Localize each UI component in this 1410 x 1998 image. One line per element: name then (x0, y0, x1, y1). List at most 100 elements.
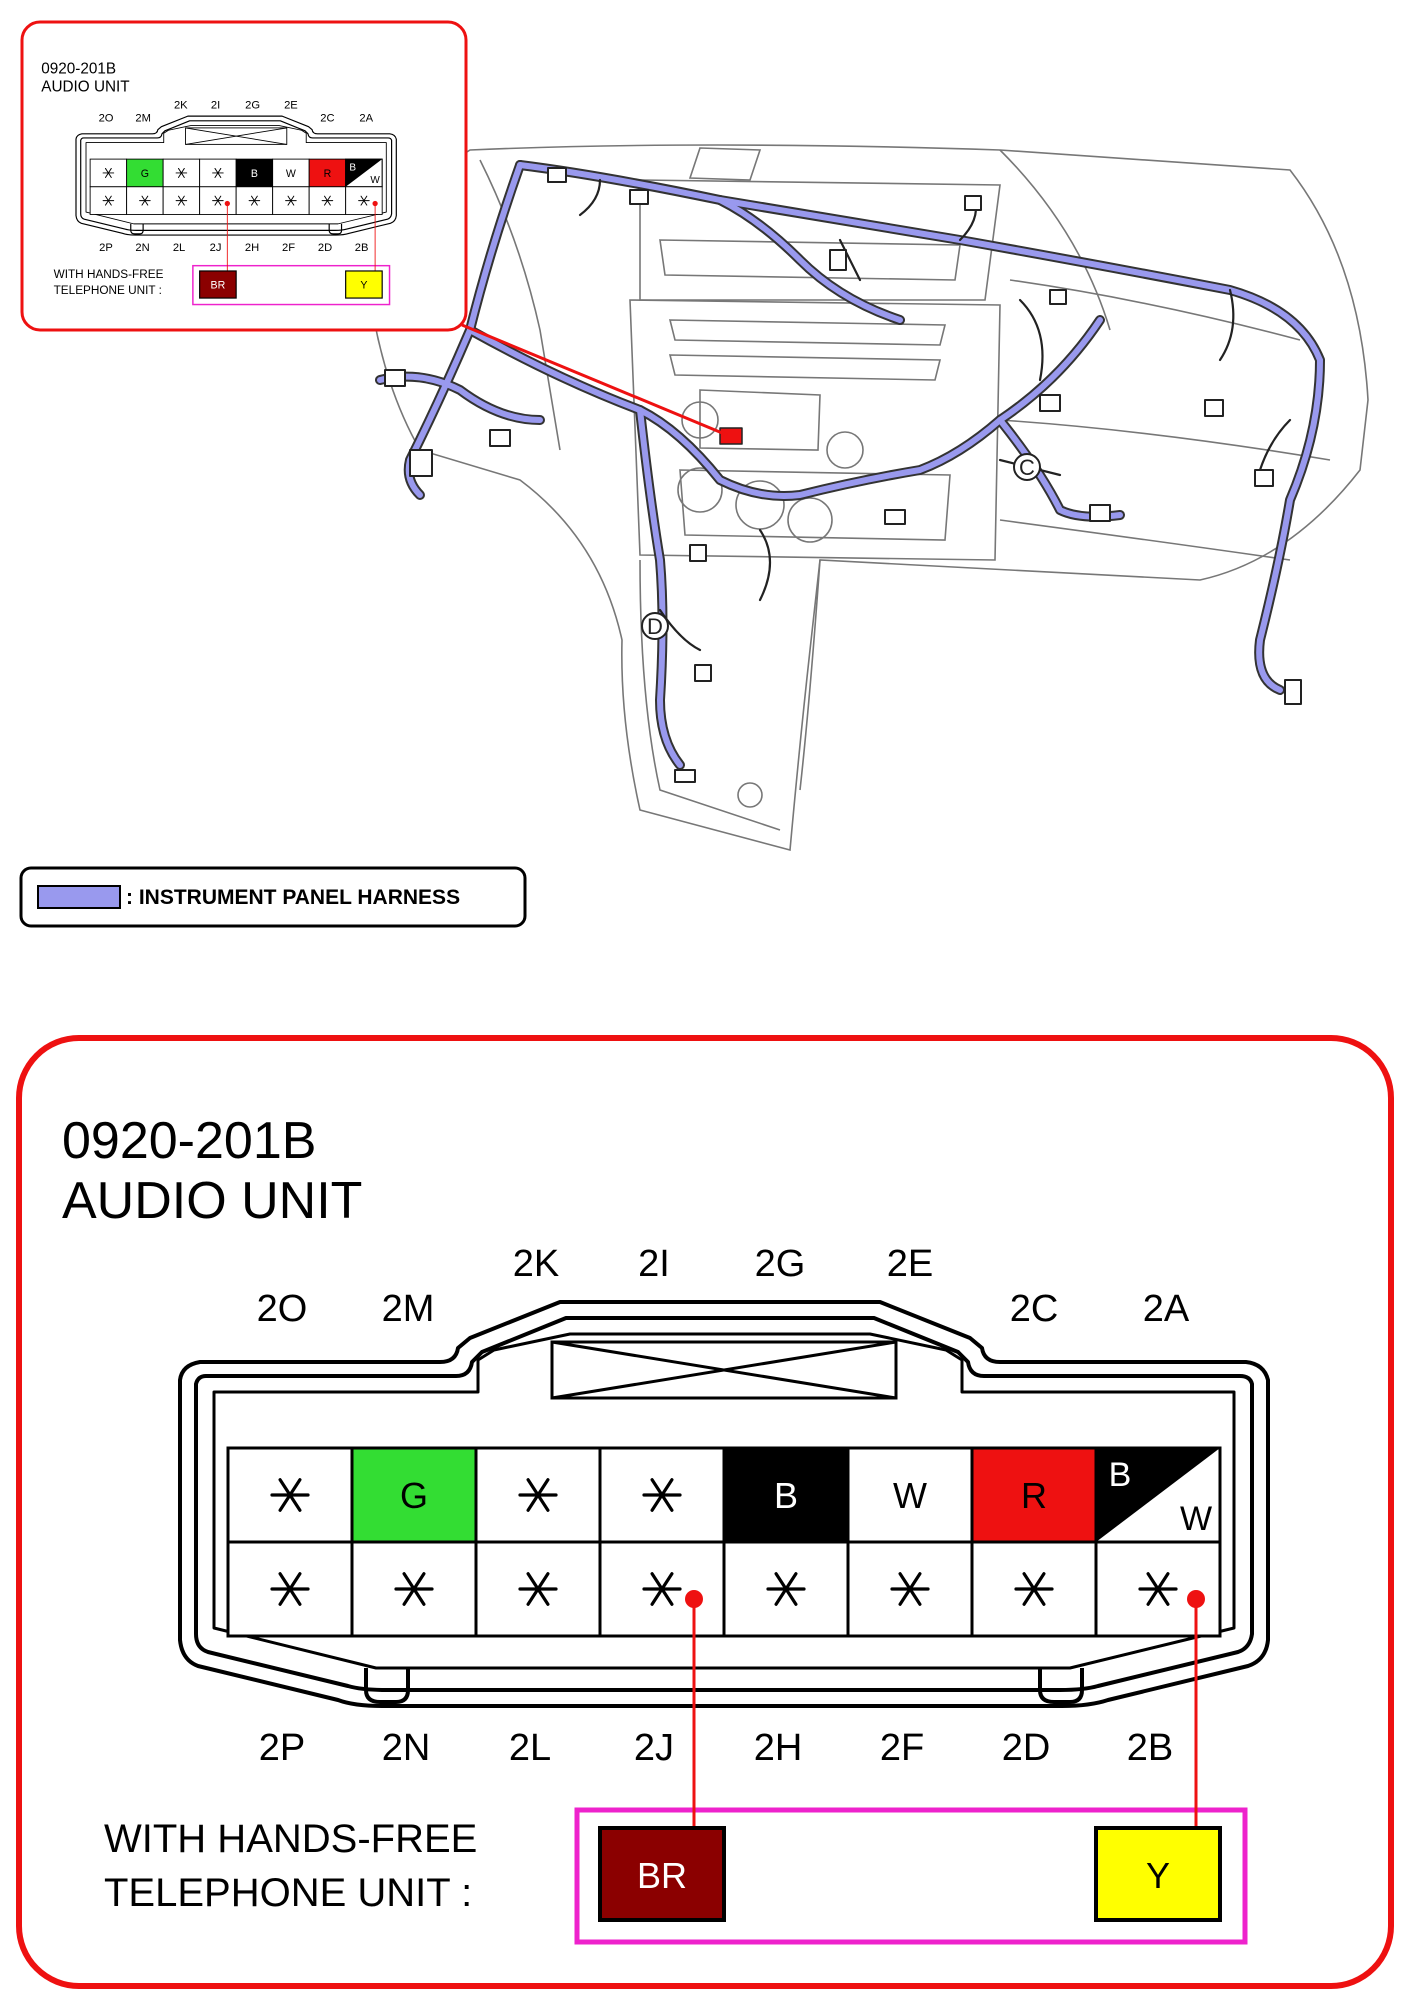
pin-unused-mark (642, 1478, 682, 1512)
inset-pin-unused-mark (139, 195, 151, 206)
option-wire-y: Y (1094, 1590, 1222, 1922)
inset-pin-cell-top: R (308, 158, 347, 188)
pin-unused-mark (642, 1572, 682, 1606)
pin-label-bottom-2h: 2H (754, 1727, 803, 1769)
inset-pin-label-bottom-2n: 2N (135, 242, 149, 254)
inset-pin-cell-bottom (308, 186, 347, 215)
inset-pin-unused-mark (175, 195, 188, 206)
inset-pin-label-bottom-2d: 2D (318, 242, 332, 254)
inset-pin-label-top-2a: 2A (359, 113, 373, 125)
inset-pin-cell-bottom (272, 186, 310, 215)
legend-swatch (37, 885, 121, 909)
pin-wire-color: W (1180, 1500, 1212, 1538)
callout-d-label: D (647, 614, 663, 639)
pin-unused-mark (1014, 1572, 1054, 1606)
inset-pin-unused-mark (102, 195, 115, 206)
inset-pin-cell-bottom (126, 186, 164, 215)
callout-d: D (641, 612, 669, 640)
pin-label-bottom-2p: 2P (259, 1727, 305, 1769)
inset-pin-wire-color: W (370, 175, 380, 186)
pin-label-bottom-2d: 2D (1002, 1727, 1051, 1769)
pin-wire-color: B (1109, 1456, 1132, 1494)
pin-cell-bottom (1094, 1540, 1222, 1638)
inset-option-wire-br: BR (199, 200, 237, 299)
inset-pin-label-top-2e: 2E (284, 99, 298, 111)
inset-connector-code: 0920-201B (41, 61, 116, 78)
inset-pin-unused-mark (212, 195, 224, 206)
pin-cell-bottom (970, 1540, 1098, 1638)
pin-label-bottom-2b: 2B (1127, 1727, 1173, 1769)
pin-unused-mark (394, 1572, 434, 1606)
inset-pin-cell-top (162, 158, 201, 188)
inset-pin-cell-bottom (89, 186, 128, 215)
inset-pin-label-bottom-2j: 2J (210, 242, 222, 254)
pin-label-top-2a: 2A (1143, 1288, 1190, 1330)
callout-c: C (1013, 453, 1041, 481)
pin-label-top-2i: 2I (638, 1243, 670, 1285)
instrument-panel-harness (375, 160, 1325, 783)
inset-pin-cell-top: W (272, 158, 310, 188)
inset-pin-cell-bottom (199, 186, 237, 215)
inset-pin-label-bottom-2h: 2H (245, 242, 259, 254)
pin-unused-mark (270, 1572, 310, 1606)
pin-cell-top: B (722, 1446, 850, 1544)
pin-cell-top (226, 1446, 354, 1544)
inset-pin-unused-mark (358, 195, 370, 206)
inset-connector-name: AUDIO UNIT (41, 78, 129, 95)
pin-label-bottom-2n: 2N (382, 1727, 431, 1769)
inset-pin-label-top-2c: 2C (320, 113, 334, 125)
pin-cell-bottom (350, 1540, 478, 1638)
pin-unused-mark (890, 1572, 930, 1606)
inset-pin-label-bottom-2f: 2F (282, 242, 295, 254)
option-wire-label: BR (637, 1855, 687, 1896)
pin-wire-color: R (1021, 1475, 1047, 1516)
inset-pin-wire-color: G (141, 168, 149, 180)
pin-wire-color: W (893, 1475, 927, 1516)
pin-unused-mark (518, 1478, 558, 1512)
inset-pin-cell-top (89, 158, 128, 188)
pin-cell-top: BW (1094, 1446, 1222, 1544)
pin-wire-color: G (400, 1475, 428, 1516)
inset-pin-wire-color: B (349, 162, 356, 173)
pin-cell-bottom (226, 1540, 354, 1638)
inset-pin-label-bottom-2p: 2P (99, 242, 113, 254)
inset-pin-label-top-2k: 2K (174, 99, 188, 111)
pin-cell-bottom (722, 1540, 850, 1638)
legend-label: : INSTRUMENT PANEL HARNESS (126, 886, 460, 909)
inset-pin-unused-mark (102, 167, 115, 178)
connector-latch (550, 1340, 898, 1400)
connector-leader-line (461, 323, 728, 437)
inset-pin-unused-mark (285, 195, 297, 206)
inset-pin-wire-color: B (251, 168, 258, 180)
pin-cell-bottom (474, 1540, 602, 1638)
callout-c-label: C (1019, 455, 1035, 480)
inset-pin-label-bottom-2l: 2L (173, 242, 185, 254)
pin-unused-mark (1138, 1572, 1178, 1606)
inset-option-wire-y: Y (345, 200, 383, 299)
pin-label-bottom-2f: 2F (880, 1727, 924, 1769)
inset-pin-label-top-2o: 2O (99, 113, 114, 125)
inset-pin-unused-mark (321, 195, 334, 206)
connector-code: 0920-201B (62, 1112, 316, 1170)
inset-pin-unused-mark (212, 167, 224, 178)
inset-pin-cell-top: BW (345, 158, 383, 188)
inset-pin-cell-bottom (162, 186, 201, 215)
pin-cell-bottom (598, 1540, 726, 1638)
inset-pin-cell-top: G (126, 158, 164, 188)
inset-pin-wire-color: W (286, 168, 296, 180)
inset-pin-label-bottom-2b: 2B (355, 242, 369, 254)
inset-pin-label-top-2g: 2G (245, 99, 260, 111)
inset-option-wire-label: BR (211, 280, 226, 292)
inset-option-wire-label: Y (360, 280, 367, 292)
inset-pin-cell-bottom (345, 186, 383, 215)
option-label-line2: TELEPHONE UNIT : (104, 1871, 472, 1915)
pin-cell-top (598, 1446, 726, 1544)
inset-pin-unused-mark (248, 195, 261, 206)
inset-option-label-line2: TELEPHONE UNIT : (54, 284, 162, 297)
pin-label-top-2o: 2O (257, 1288, 308, 1330)
